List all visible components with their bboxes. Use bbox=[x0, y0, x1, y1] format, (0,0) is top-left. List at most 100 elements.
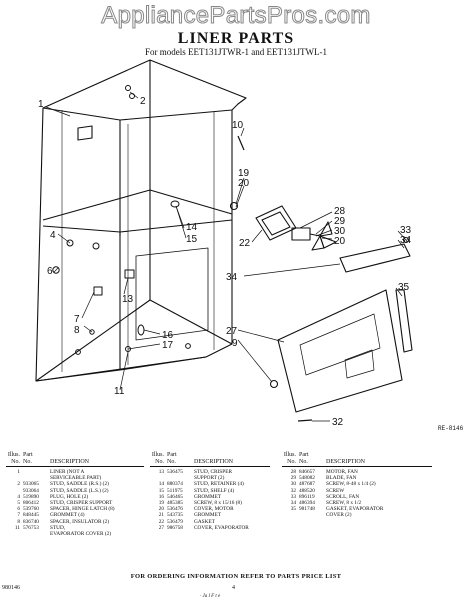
callout-labels: 1 10 19 20 2 14 15 28 29 30 20 22 33 34 … bbox=[38, 96, 412, 428]
part-description: SCROLL, FAN bbox=[326, 493, 360, 500]
page-number: 4 bbox=[232, 585, 235, 591]
part-description: GASKET, EVAPORATOR bbox=[326, 506, 384, 513]
callout-30: 30 bbox=[334, 226, 346, 237]
illus-number: 11 bbox=[14, 524, 20, 531]
part-description: GROMMET (4) bbox=[50, 512, 85, 519]
part-description: GROMMET bbox=[194, 493, 222, 500]
illus-number: 35 bbox=[290, 506, 296, 513]
callout-17: 17 bbox=[162, 340, 174, 351]
table-header: Illus.Part No.No.DESCRIPTION bbox=[150, 452, 270, 465]
part-number: 485385 bbox=[167, 500, 183, 507]
illus-number: 1 bbox=[17, 469, 20, 475]
part-description: COVER, MOTOR bbox=[194, 506, 234, 513]
part-number: 933065 bbox=[23, 481, 39, 488]
part-number: 933064 bbox=[23, 487, 39, 494]
illus-number: 6 bbox=[17, 506, 20, 513]
gasket-part bbox=[395, 289, 413, 353]
fan-scroll-part bbox=[339, 243, 411, 273]
part-description: SCREW, 8 x 1/2 bbox=[326, 500, 362, 507]
header-description: DESCRIPTION bbox=[50, 458, 90, 465]
part-number: 536479 bbox=[167, 518, 183, 525]
part-description: EVAPORATOR COVER (2) bbox=[50, 531, 112, 538]
vent-opening bbox=[77, 125, 93, 141]
motor-cover-part bbox=[229, 201, 297, 241]
part-description: COVER (2) bbox=[326, 512, 352, 519]
callout-1: 1 bbox=[38, 99, 44, 110]
part-number: 846657 bbox=[299, 469, 315, 475]
callout-34: 34 bbox=[400, 235, 412, 246]
part-description: GASKET bbox=[194, 518, 215, 525]
part-description: COVER, EVAPORATOR bbox=[194, 524, 249, 531]
illus-number: 16 bbox=[158, 493, 164, 500]
illus-number: 15 bbox=[158, 487, 164, 494]
part-description: LINER (NOT A bbox=[50, 469, 85, 475]
part-number: 576753 bbox=[23, 524, 39, 531]
part-description: STUD, CRISPER bbox=[194, 469, 232, 475]
table-header: Illus.Part No.No.DESCRIPTION bbox=[282, 452, 432, 465]
callout-35: 35 bbox=[398, 282, 410, 293]
callout-6: 6 bbox=[47, 266, 53, 277]
part-number: 536475 bbox=[167, 469, 183, 475]
callout-15: 15 bbox=[186, 234, 198, 245]
part-number: 511975 bbox=[167, 487, 183, 494]
part-number: 986758 bbox=[167, 524, 183, 531]
table-header: Illus.Part No.No. DESCRIPTION bbox=[6, 452, 144, 465]
header-no: No. bbox=[11, 458, 20, 465]
part-number: 536476 bbox=[167, 506, 183, 513]
model-subtitle: For models EET131JTWR-1 and EET131JTWL-1 bbox=[145, 47, 327, 57]
part-description: SPACER, HINGE LATCH (8) bbox=[50, 506, 115, 513]
header-illus: Illus. bbox=[7, 452, 20, 458]
figure-code: RE-8146 bbox=[438, 425, 464, 432]
part-number: 546465 bbox=[167, 493, 183, 500]
part-number: 487687 bbox=[299, 481, 315, 488]
callout-7: 7 bbox=[74, 314, 80, 325]
callout-20b: 20 bbox=[334, 236, 346, 247]
illus-number: 33 bbox=[290, 493, 296, 500]
liner-cabinet bbox=[35, 59, 247, 382]
part-description: SCREW, 8-48 x 1/4 (2) bbox=[326, 481, 376, 488]
header-illus: Illus. bbox=[151, 452, 164, 458]
table-row: SUPPORT (2) bbox=[150, 475, 270, 481]
part-description: PLUG, HOLE (2) bbox=[50, 493, 89, 500]
header-description: DESCRIPTION bbox=[326, 458, 366, 465]
part-description: MOTOR, FAN bbox=[326, 469, 358, 475]
part-description: BLADE, FAN bbox=[326, 475, 357, 482]
header-no2: No. bbox=[23, 458, 32, 465]
part-description: STUD, bbox=[50, 524, 66, 531]
header-part: Part bbox=[23, 452, 33, 458]
callout-2: 2 bbox=[140, 96, 146, 107]
illus-number: 28 bbox=[290, 469, 296, 475]
exploded-parts-diagram: 1 10 19 20 2 14 15 28 29 30 20 22 33 34 … bbox=[35, 59, 464, 432]
illus-number: 32 bbox=[290, 487, 296, 494]
illus-number: 22 bbox=[158, 518, 164, 525]
illus-number: 34 bbox=[290, 500, 296, 507]
screw-part bbox=[237, 135, 245, 151]
callout-9: 9 bbox=[232, 338, 238, 349]
part-number: 981748 bbox=[299, 506, 315, 513]
handwritten-mark: · Ja l F t e bbox=[200, 594, 221, 599]
callout-14: 14 bbox=[186, 222, 198, 233]
callout-28: 28 bbox=[334, 206, 346, 217]
part-number: 548082 bbox=[299, 475, 315, 482]
illus-number: 2 bbox=[17, 481, 20, 488]
part-description: SPACER, INSULATOR (2) bbox=[50, 518, 110, 525]
header-part: Part bbox=[167, 452, 177, 458]
evaporator-cover-part bbox=[277, 289, 403, 413]
ordering-note: FOR ORDERING INFORMATION REFER TO PARTS … bbox=[130, 573, 342, 580]
